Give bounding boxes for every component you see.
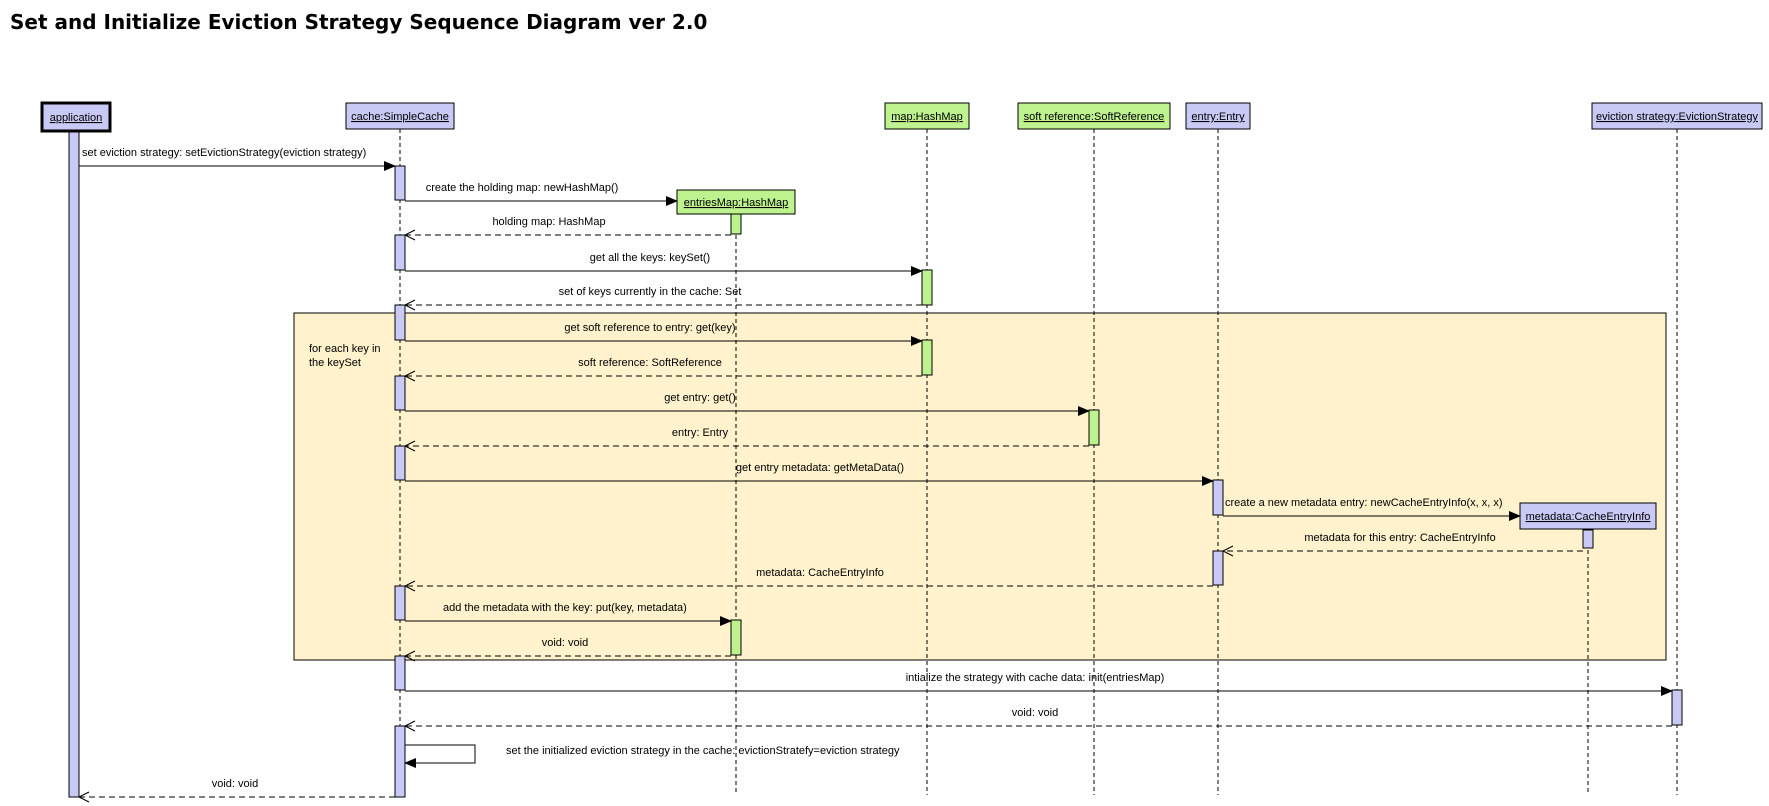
participant-cache[interactable]: [345, 102, 455, 130]
return-arrowhead: [77, 791, 90, 803]
return-arrowhead: [403, 440, 416, 452]
message-6[interactable]: get soft reference to entry: get(key): [405, 322, 923, 346]
activation-eviction: [1671, 689, 1683, 726]
message-label: create a new metadata entry: newCacheEnt…: [1225, 497, 1503, 509]
participant-map[interactable]: [884, 102, 970, 130]
return-arrowhead: [403, 229, 416, 241]
message-7[interactable]: soft reference: SoftReference: [403, 357, 922, 382]
activation-entry: [1212, 479, 1224, 516]
message-label: void: void: [1012, 707, 1058, 719]
activation-cache: [394, 304, 406, 341]
message-5[interactable]: set of keys currently in the cache: Set: [403, 286, 922, 311]
return-arrowhead: [403, 720, 416, 732]
activation-cache: [394, 585, 406, 621]
message-17[interactable]: void: void: [403, 707, 1672, 732]
participant-label-map: map:HashMap: [891, 111, 963, 123]
message-label: get soft reference to entry: get(key): [564, 322, 735, 334]
message-label: intialize the strategy with cache data: …: [906, 672, 1165, 684]
activation-entry: [1212, 550, 1224, 586]
participant-metadata[interactable]: [1519, 502, 1657, 530]
participant-label-softref: soft reference:SoftReference: [1024, 111, 1165, 123]
participant-label-entry: entry:Entry: [1191, 111, 1245, 123]
message-label: soft reference: SoftReference: [578, 357, 722, 369]
diagram-title: Set and Initialize Eviction Strategy Seq…: [10, 10, 708, 34]
activation-map: [921, 269, 933, 306]
message-2[interactable]: create the holding map: newHashMap(): [405, 182, 678, 206]
message-19[interactable]: void: void: [77, 778, 395, 803]
message-label: set eviction strategy: setEvictionStrate…: [82, 147, 366, 159]
message-label: metadata: CacheEntryInfo: [756, 567, 884, 579]
message-4[interactable]: get all the keys: keySet(): [405, 252, 923, 276]
return-arrowhead: [403, 370, 416, 382]
activation-cache: [394, 165, 406, 201]
message-15[interactable]: void: void: [403, 637, 731, 662]
message-9[interactable]: entry: Entry: [403, 427, 1089, 452]
loop-fragment-label-line1: for each key in: [309, 343, 381, 355]
participant-entry[interactable]: [1185, 102, 1251, 130]
message-18[interactable]: set the initialized eviction strategy in…: [404, 744, 900, 768]
message-label: entry: Entry: [672, 427, 729, 439]
participant-label-application: application: [50, 112, 103, 124]
message-12[interactable]: metadata for this entry: CacheEntryInfo: [1221, 532, 1583, 557]
activation-entriesMap: [730, 213, 742, 235]
activation-cache: [394, 445, 406, 481]
activation-application: [68, 130, 80, 798]
activation-entriesMap: [730, 619, 742, 656]
return-arrowhead: [403, 580, 416, 592]
participant-label-cache: cache:SimpleCache: [351, 111, 449, 123]
message-label: get entry metadata: getMetaData(): [736, 462, 904, 474]
message-14[interactable]: add the metadata with the key: put(key, …: [405, 602, 732, 626]
activation-cache: [394, 375, 406, 411]
activation-cache: [394, 234, 406, 271]
message-10[interactable]: get entry metadata: getMetaData(): [405, 462, 1214, 486]
loop-fragment: [293, 312, 1667, 661]
message-label: add the metadata with the key: put(key, …: [443, 602, 687, 614]
activation-map: [921, 339, 933, 376]
message-label: create the holding map: newHashMap(): [426, 182, 619, 194]
message-label: get all the keys: keySet(): [590, 252, 710, 264]
message-16[interactable]: intialize the strategy with cache data: …: [405, 672, 1673, 696]
participant-label-metadata: metadata:CacheEntryInfo: [1526, 511, 1651, 523]
loop-fragment-label-line2: the keySet: [309, 357, 361, 369]
message-11[interactable]: create a new metadata entry: newCacheEnt…: [1223, 497, 1521, 521]
message-label: holding map: HashMap: [492, 216, 605, 228]
return-arrowhead: [403, 650, 416, 662]
participant-application[interactable]: [40, 101, 112, 133]
message-8[interactable]: get entry: get(): [405, 392, 1090, 416]
message-13[interactable]: metadata: CacheEntryInfo: [403, 567, 1213, 592]
message-label: set the initialized eviction strategy in…: [506, 745, 900, 757]
return-arrowhead: [403, 299, 416, 311]
message-label: get entry: get(): [664, 392, 736, 404]
return-arrowhead: [1221, 545, 1234, 557]
message-label: void: void: [212, 778, 258, 790]
message-label: metadata for this entry: CacheEntryInfo: [1304, 532, 1495, 544]
message-1[interactable]: set eviction strategy: setEvictionStrate…: [79, 147, 396, 171]
participant-label-eviction: eviction strategy:EvictionStrategy: [1596, 111, 1759, 123]
activation-softref: [1088, 409, 1100, 446]
activation-cache: [394, 655, 406, 691]
activation-cache: [394, 725, 406, 798]
participant-eviction[interactable]: [1591, 102, 1763, 130]
message-label: set of keys currently in the cache: Set: [559, 286, 742, 298]
message-label: void: void: [542, 637, 588, 649]
participant-softref[interactable]: [1017, 102, 1171, 130]
participant-label-entriesMap: entriesMap:HashMap: [684, 197, 789, 209]
message-arrow[interactable]: [404, 744, 476, 768]
message-3[interactable]: holding map: HashMap: [403, 216, 731, 241]
activation-metadata: [1582, 529, 1594, 549]
